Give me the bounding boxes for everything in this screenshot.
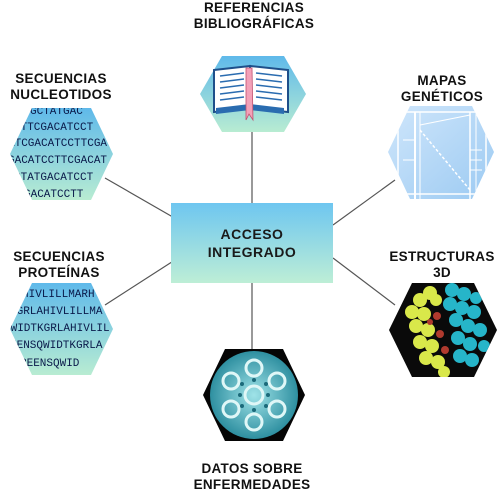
label-nucleotidos: SECUENCIAS NUCLEOTIDOS (0, 71, 122, 103)
label-proteinas-line2: PROTEÍNAS (18, 265, 100, 280)
open-book-icon (200, 56, 306, 132)
label-estructuras-line2: 3D (433, 265, 451, 280)
center-line1: ACCESO (220, 226, 284, 242)
label-referencias: REFERENCIAS BIBLIOGRÁFICAS (174, 0, 334, 32)
label-enfermedades-line2: ENFERMEDADES (193, 477, 311, 492)
label-nucleotidos-line1: SECUENCIAS (15, 71, 107, 86)
label-mapas-line2: GENÉTICOS (400, 89, 484, 104)
label-estructuras-line1: ESTRUCTURAS (389, 249, 495, 264)
label-proteinas-line1: SECUENCIAS (13, 249, 105, 264)
label-enfermedades: DATOS SOBRE ENFERMEDADES (182, 461, 322, 493)
molecular-structure-icon (389, 283, 497, 377)
label-mapas-line1: MAPAS (417, 73, 467, 88)
center-box: ACCESO INTEGRADO (171, 203, 333, 283)
label-enfermedades-line1: DATOS SOBRE (201, 461, 303, 476)
label-estructuras: ESTRUCTURAS 3D (382, 249, 502, 281)
center-line2: INTEGRADO (207, 244, 297, 260)
nucleotide-line-1: GCTATGAC (30, 106, 83, 118)
protein-line-1: HIVLILLMARH (22, 289, 95, 301)
protein-line-3: QWIDTKGRLAHIVLIL (4, 323, 110, 335)
label-proteinas: SECUENCIAS PROTEÍNAS (0, 249, 118, 281)
center-box-background (171, 203, 333, 283)
nucleotide-line-2: CTTCGACATCCT (14, 122, 94, 134)
protein-line-2: KGRLAHIVLILLMA (10, 306, 103, 318)
protein-line-5: REENSQWID (20, 358, 80, 370)
connector-estructuras (332, 257, 396, 306)
label-referencias-line1: REFERENCIAS (203, 0, 305, 15)
label-referencias-line2: BIBLIOGRÁFICAS (193, 16, 315, 31)
nucleotide-line-5: CTATGACATCCT (14, 172, 94, 184)
label-nucleotidos-line2: NUCLEOTIDOS (10, 87, 112, 102)
connector-nucleotidos (104, 177, 179, 221)
label-mapas: MAPAS GENÉTICOS (384, 73, 500, 105)
virus-capsid-icon (203, 349, 305, 441)
connector-proteinas (104, 257, 179, 306)
protein-line-4: EENSQWIDTKGRLA (10, 340, 103, 352)
connector-mapas (332, 179, 396, 226)
nucleotide-line-4: GACATCCTTCGACAT (8, 155, 107, 167)
genetic-map-icon (388, 106, 494, 199)
dna-sequence-icon: GCTATGAC CTTCGACATCCT ATCGACATCCTTCGA GA… (8, 106, 113, 201)
connectors (104, 130, 396, 352)
nucleotide-line-6: GACATCCTT (24, 189, 84, 201)
nucleotide-line-3: ATCGACATCCTTCGA (8, 138, 107, 150)
protein-sequence-icon: HIVLILLMARH KGRLAHIVLILLMA QWIDTKGRLAHIV… (4, 283, 113, 375)
